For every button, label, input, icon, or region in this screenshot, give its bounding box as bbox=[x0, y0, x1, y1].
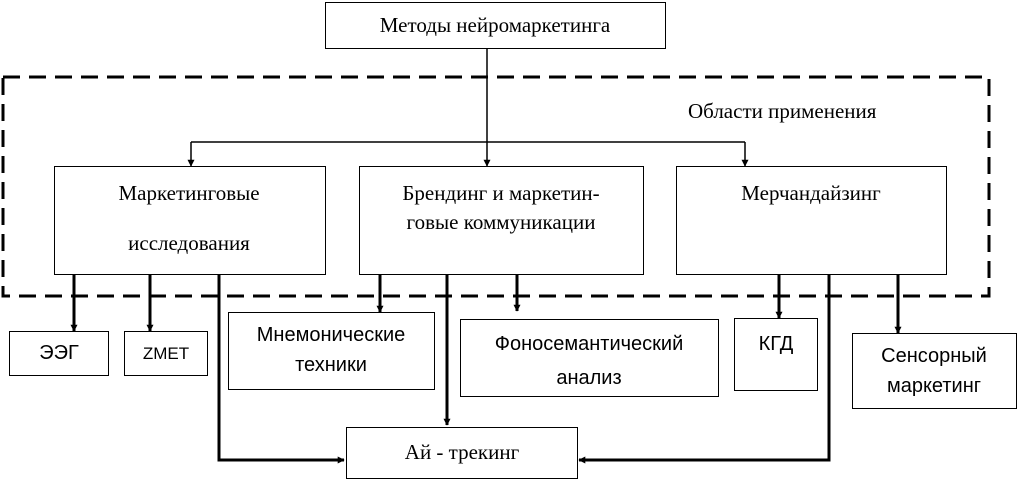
method-eeg-box bbox=[9, 331, 109, 376]
method-kgd-box bbox=[734, 318, 818, 391]
area-branding-label-line2: говые коммуникации bbox=[406, 210, 596, 234]
method-mnemonic-label-line2: техники bbox=[295, 354, 367, 376]
method-phonosemantic-label-line1: Фоносемантический bbox=[494, 333, 684, 355]
method-eeg-label: ЭЭГ bbox=[39, 342, 79, 364]
area-research-box bbox=[54, 166, 326, 275]
area-research-label-line1: Маркетинговые bbox=[118, 181, 260, 205]
method-sensory-box bbox=[852, 333, 1017, 409]
region-label: Области применения bbox=[688, 99, 877, 123]
method-zmet-label: ZMET bbox=[142, 344, 190, 363]
method-mnemonic-box bbox=[228, 312, 435, 390]
arrow-research-to-eyetracking bbox=[217, 275, 345, 464]
method-connectors bbox=[70, 275, 902, 464]
method-phonosemantic-box bbox=[460, 319, 719, 397]
area-branding-label-line1: Брендинг и маркетин- bbox=[402, 181, 600, 205]
area-merch-label: Мерчандайзинг bbox=[741, 181, 881, 205]
top-method-box bbox=[325, 2, 666, 49]
top-method-label: Методы нейромаркетинга bbox=[379, 13, 611, 37]
area-merch-box bbox=[676, 166, 947, 275]
top-connectors bbox=[187, 49, 749, 167]
method-kgd-label: КГД bbox=[758, 333, 794, 355]
method-zmet-box bbox=[124, 331, 208, 376]
area-branding-box bbox=[359, 166, 644, 275]
method-sensory-label-line2: маркетинг bbox=[886, 375, 982, 397]
area-research-label-line2: исследования bbox=[128, 231, 250, 255]
method-sensory-label-line1: Сенсорный bbox=[881, 345, 987, 367]
arrow-merch-to-eyetracking bbox=[578, 275, 831, 464]
method-mnemonic-label-line1: Мнемонические bbox=[256, 324, 406, 346]
method-phonosemantic-label-line2: анализ bbox=[556, 367, 622, 389]
application-area-boundary bbox=[1, 75, 991, 298]
method-eyetracking-label: Ай - трекинг bbox=[404, 440, 520, 464]
method-eyetracking-box bbox=[346, 427, 578, 479]
